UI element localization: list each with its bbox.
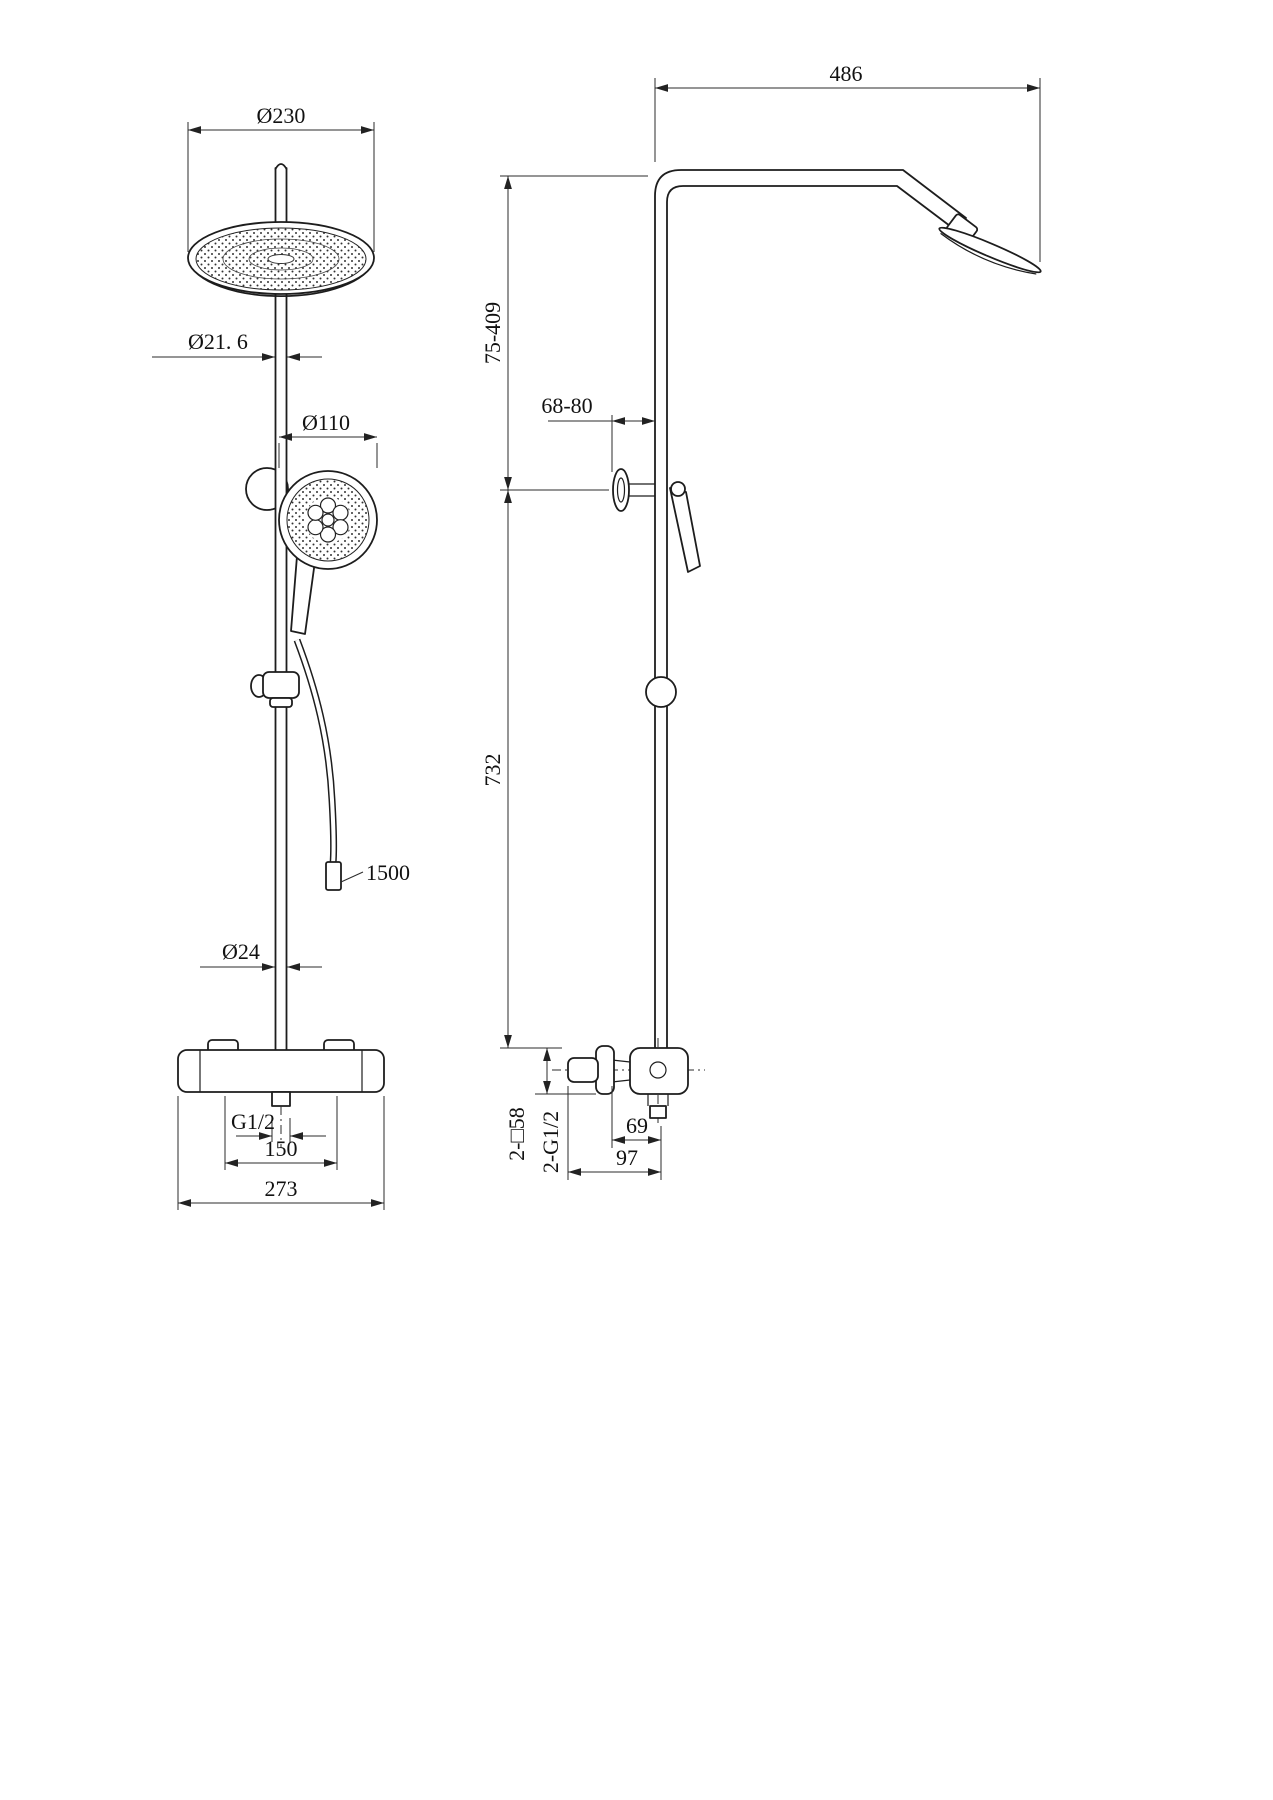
label-head-diameter: Ø230 — [257, 103, 306, 128]
dim-head-height-range: 75-409 — [480, 175, 648, 491]
label-bracket-clearance: 68-80 — [541, 393, 592, 418]
label-handle-projection: 69 — [626, 1113, 648, 1138]
label-upper-pipe-diameter: Ø21. 6 — [188, 329, 248, 354]
dim-union-spacing: 150 — [224, 1096, 338, 1170]
label-escutcheon-size: 2-□58 — [504, 1107, 529, 1161]
shower-hose-front — [293, 638, 342, 891]
label-valve-projection: 97 — [616, 1145, 638, 1170]
mixer-outlet-stub — [271, 1091, 291, 1107]
label-union-spacing: 150 — [265, 1136, 298, 1161]
dim-column-diameter: Ø24 — [200, 939, 322, 971]
side-view: 486 75-409 68-80 732 2-□58 2-G1/2 — [480, 61, 1042, 1180]
label-arm-reach: 486 — [830, 61, 863, 86]
dim-valve-projection: 97 — [567, 1086, 662, 1180]
wall-bracket-side — [612, 468, 655, 512]
dim-bracket-clearance: 68-80 — [541, 393, 655, 472]
valve-handle-end — [567, 1057, 599, 1083]
dim-connection-thread: 2-G1/2 — [538, 1111, 563, 1173]
valve-outlet — [649, 1105, 667, 1119]
slider-clamp-front — [250, 671, 300, 708]
label-outlet-thread: G1/2 — [231, 1109, 275, 1134]
dim-hand-shower-diameter: Ø110 — [278, 410, 378, 468]
label-body-width: 273 — [265, 1176, 298, 1201]
front-view: Ø230 Ø21. 6 Ø110 1500 Ø24 G1/2 — [152, 103, 410, 1210]
slider-ball-side — [645, 676, 677, 708]
dim-hose-length: 1500 — [340, 860, 410, 885]
label-connection-thread: 2-G1/2 — [538, 1111, 563, 1173]
label-hand-shower-diameter: Ø110 — [302, 410, 350, 435]
valve-side — [552, 1038, 705, 1126]
label-head-height-range: 75-409 — [480, 302, 505, 364]
hand-shower-front — [278, 470, 378, 635]
shower-column-pipe-side — [654, 169, 967, 1049]
hand-shower-handle — [290, 555, 316, 635]
overhead-shower-head-front — [187, 221, 375, 298]
dim-body-width: 273 — [177, 1096, 385, 1210]
dim-column-height: 732 — [480, 490, 562, 1049]
dim-handle-projection: 69 — [611, 1086, 661, 1148]
shower-column-pipe-front — [274, 163, 288, 1051]
dim-head-diameter: Ø230 — [187, 103, 375, 252]
label-column-height: 732 — [480, 754, 505, 787]
hand-shower-nozzle-cluster — [307, 497, 349, 543]
dim-outlet-thread: G1/2 — [231, 1109, 326, 1142]
dim-upper-pipe-diameter: Ø21. 6 — [152, 329, 322, 361]
hose-connector — [325, 861, 342, 891]
hand-shower-side — [669, 481, 701, 573]
mixer-body-front — [177, 1039, 385, 1148]
label-column-diameter: Ø24 — [222, 939, 260, 964]
label-hose-length: 1500 — [366, 860, 410, 885]
dim-arm-reach: 486 — [654, 61, 1041, 262]
overhead-shower-head-side — [938, 213, 1042, 275]
dim-escutcheon-size: 2-□58 — [504, 1048, 596, 1161]
valve-body — [629, 1047, 689, 1095]
